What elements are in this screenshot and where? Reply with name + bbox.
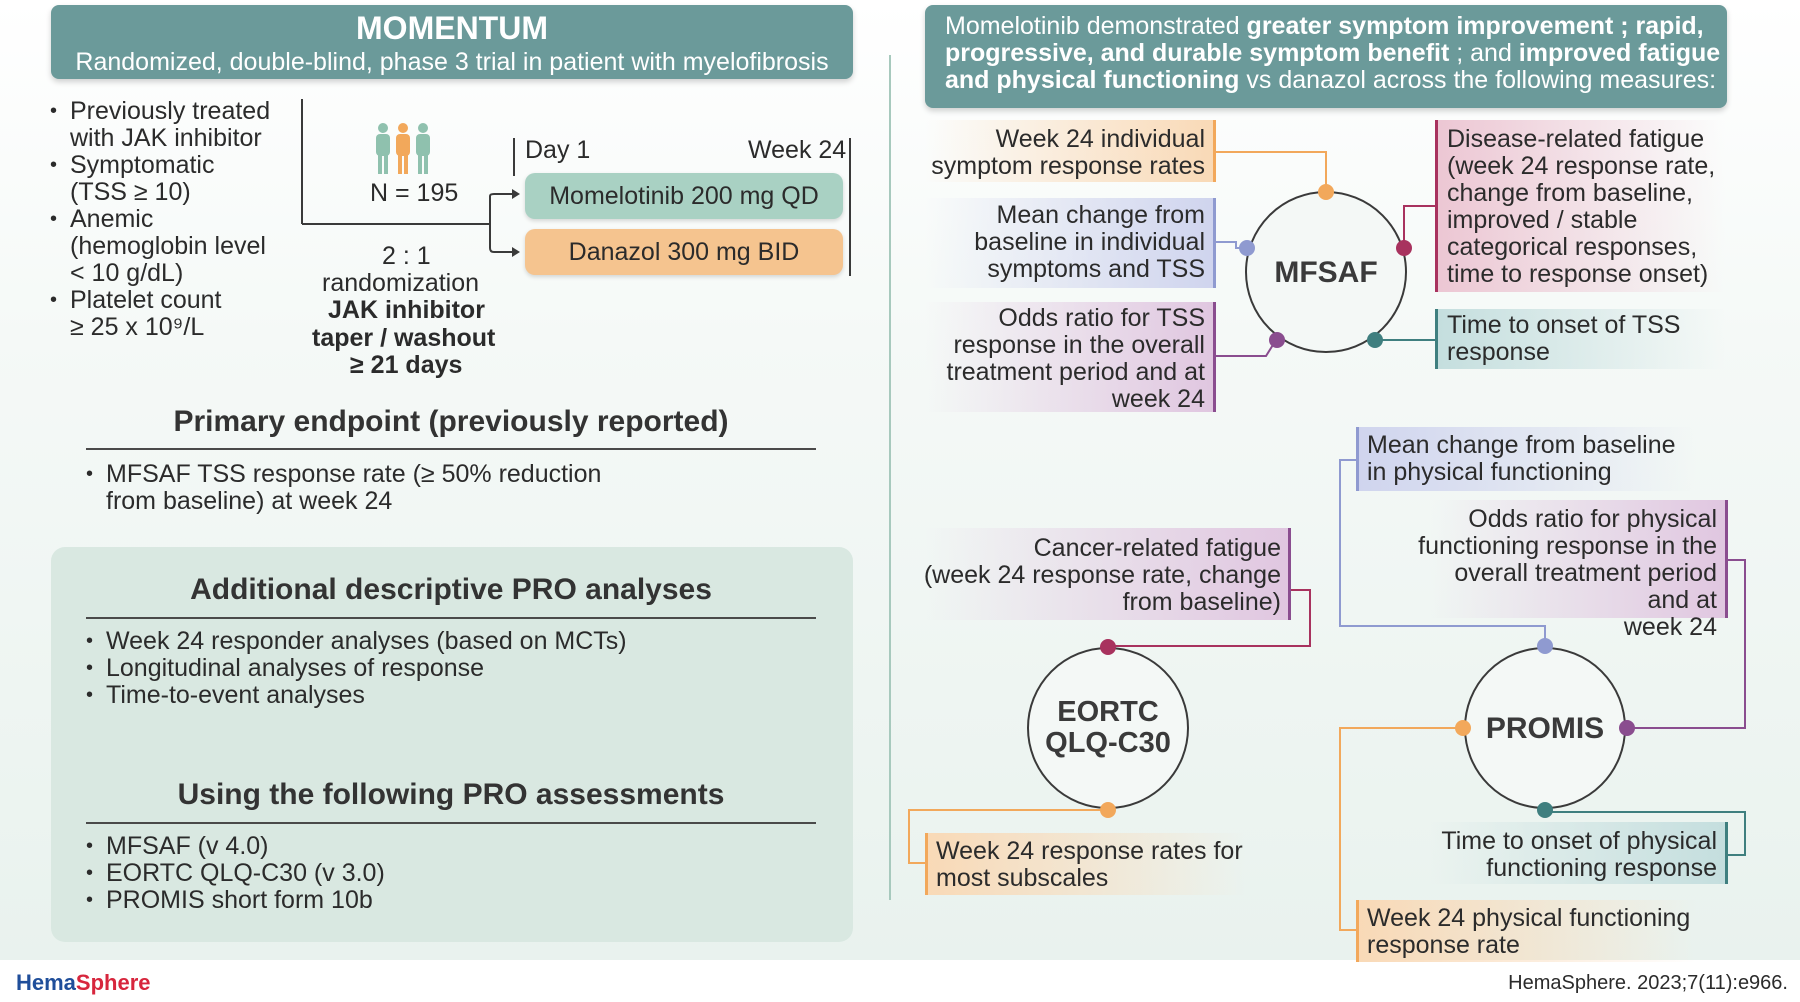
ratio-label: 2 : 1 <box>382 242 431 270</box>
taper-label-2: taper / washout <box>312 324 496 352</box>
additional-item: Time-to-event analyses <box>86 682 816 710</box>
assessments-heading: Using the following PRO assessments <box>177 778 725 811</box>
assessments-rule <box>86 822 816 824</box>
findings-line-2: progressive, and durable symptom benefit… <box>945 39 1721 67</box>
findings-line-3: and physical functioning vs danazol acro… <box>945 66 1717 94</box>
mfsaf-fatigue-label: Disease-related fatigue(week 24 response… <box>1447 125 1716 288</box>
findings-banner: Momelotinib demonstrated greater symptom… <box>925 5 1727 108</box>
assessments-list: MFSAF (v 4.0) EORTC QLQ-C30 (v 3.0) PROM… <box>86 833 816 915</box>
panel-divider <box>889 55 891 900</box>
assessment-item: MFSAF (v 4.0) <box>86 833 816 861</box>
eligibility-item: Symptomatic(TSS ≥ 10) <box>50 152 290 206</box>
journal-logo: HemaSphere <box>16 970 151 995</box>
additional-rule <box>86 617 816 619</box>
study-subtitle: Randomized, double-blind, phase 3 trial … <box>75 48 829 76</box>
week24-label: Week 24 <box>748 136 847 164</box>
additional-item: Week 24 responder analyses (based on MCT… <box>86 628 816 656</box>
study-banner: MOMENTUM Randomized, double-blind, phase… <box>51 5 853 79</box>
eortc-fatigue-label: Cancer-related fatigue(week 24 response … <box>923 534 1281 616</box>
additional-list: Week 24 responder analyses (based on MCT… <box>86 628 816 710</box>
eligibility-item: Anemic(hemoglobin level< 10 g/dL) <box>50 206 290 287</box>
primary-rule <box>86 448 816 450</box>
additional-item: Longitudinal analyses of response <box>86 655 816 683</box>
taper-label-3: ≥ 21 days <box>350 351 463 379</box>
assessment-item: PROMIS short form 10b <box>86 887 816 915</box>
primary-heading: Primary endpoint (previously reported) <box>173 405 729 438</box>
randomization-label: randomization <box>322 269 480 297</box>
mfsaf-name: MFSAF <box>1274 256 1378 289</box>
day1-label: Day 1 <box>525 136 591 164</box>
primary-item: MFSAF TSS response rate (≥ 50% reduction… <box>86 461 816 515</box>
arm-danazol: Danazol 300 mg BID <box>525 229 843 275</box>
findings-line-1: Momelotinib demonstrated greater symptom… <box>945 12 1704 40</box>
assessment-item: EORTC QLQ-C30 (v 3.0) <box>86 860 816 888</box>
arm-momelotinib: Momelotinib 200 mg QD <box>525 173 843 219</box>
primary-list: MFSAF TSS response rate (≥ 50% reduction… <box>86 461 816 515</box>
eligibility-item: Platelet count≥ 25 x 10⁹/L <box>50 287 290 341</box>
citation: HemaSphere. 2023;7(11):e966. <box>1508 972 1788 994</box>
additional-heading: Additional descriptive PRO analyses <box>190 573 712 606</box>
promis-name: PROMIS <box>1485 712 1605 745</box>
taper-label-1: JAK inhibitor <box>328 296 485 324</box>
study-title: MOMENTUM <box>356 10 548 46</box>
sample-size: N = 195 <box>370 179 459 207</box>
